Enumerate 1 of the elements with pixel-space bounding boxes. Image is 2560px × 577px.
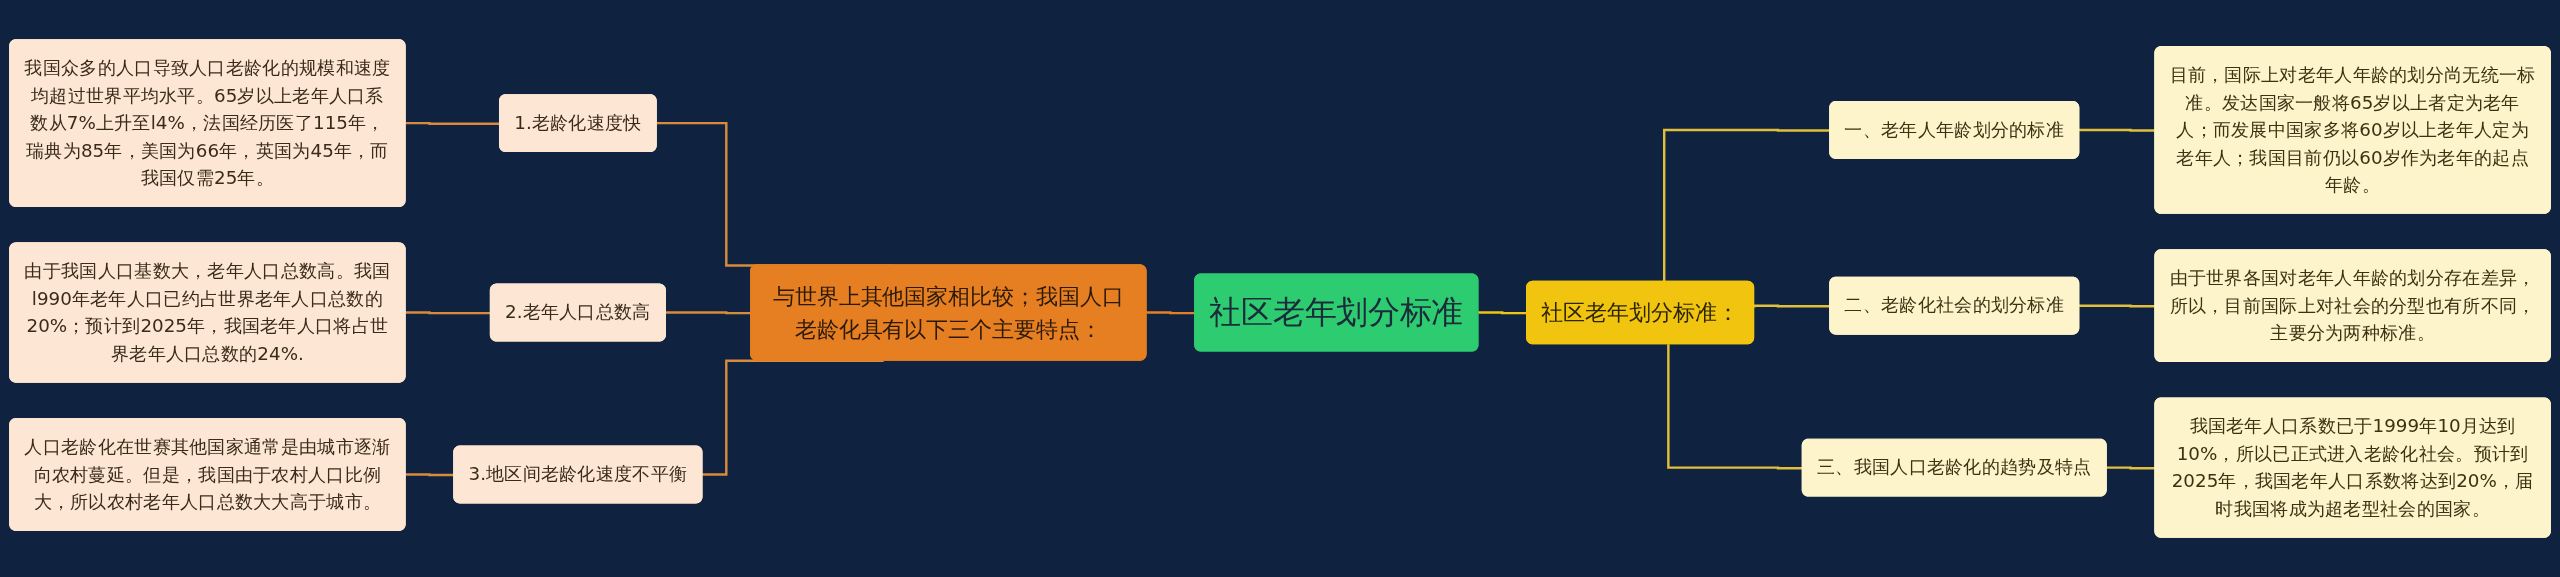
- connector: [1667, 344, 1803, 470]
